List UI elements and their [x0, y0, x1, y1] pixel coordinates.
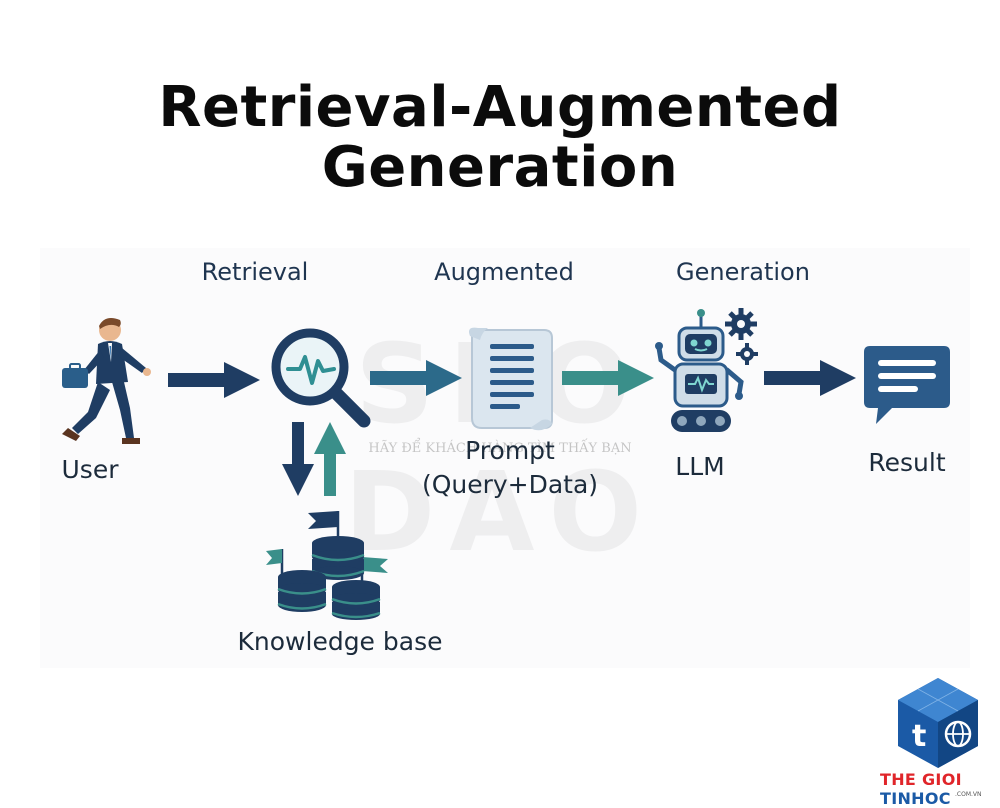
magnifier-icon	[271, 328, 371, 428]
brand-logo-letter: t	[912, 719, 926, 754]
result-label: Result	[868, 448, 946, 477]
arrow-up-from-knowledge	[314, 422, 346, 496]
database-icon	[266, 511, 388, 620]
arrow-augmented-to-generation	[562, 360, 654, 396]
brand-logo-domain: .COM.VN	[955, 791, 982, 798]
knowledge-base-label: Knowledge base	[237, 627, 443, 656]
diagram-title: Retrieval-Augmented Generation	[0, 78, 1000, 198]
arrow-retrieval-to-augmented	[370, 360, 462, 396]
arrow-down-to-knowledge	[282, 422, 314, 496]
title-line-1: Retrieval-Augmented	[158, 75, 842, 140]
brand-logo-icon: t	[898, 678, 978, 768]
brand-logo-part2: TINHOC	[880, 789, 951, 808]
llm-label: LLM	[675, 452, 725, 481]
stage-augmented: Augmented	[434, 258, 574, 286]
stage-generation: Generation	[676, 258, 810, 286]
user-icon	[62, 318, 151, 444]
brand-logo-text: THE GIOI TINHOC	[880, 770, 990, 808]
arrow-generation-to-result	[764, 360, 856, 396]
brand-logo-part1: THE GIOI	[880, 770, 962, 789]
arrow-user-to-retrieval	[168, 362, 260, 398]
document-icon	[469, 327, 553, 431]
stage-retrieval: Retrieval	[201, 258, 309, 286]
chat-bubble-icon	[864, 346, 950, 424]
prompt-label: Prompt	[465, 436, 555, 465]
title-line-2: Generation	[321, 135, 679, 200]
user-label: User	[61, 455, 119, 484]
robot-icon	[655, 308, 758, 432]
watermark-tagline: HÃY ĐỂ KHÁCH HÀNG TÌM THẤY BẠN	[368, 441, 632, 456]
diagram-panel	[40, 248, 970, 668]
prompt-sublabel: (Query+Data)	[421, 470, 599, 499]
